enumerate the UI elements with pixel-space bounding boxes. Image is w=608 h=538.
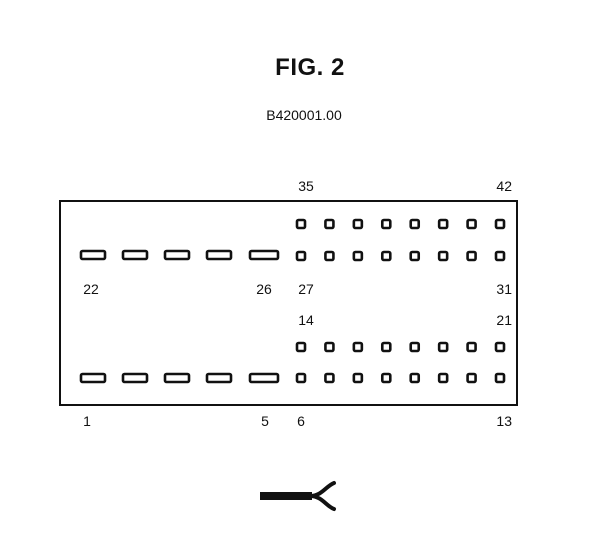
pin-label-1: 1: [83, 413, 91, 429]
pin-group: [79, 218, 506, 384]
pin-38: [380, 218, 392, 230]
pin-37: [352, 218, 364, 230]
pin-15: [324, 341, 335, 353]
pin-9: [380, 372, 392, 384]
pin-14: [295, 341, 307, 353]
pin-3: [163, 372, 191, 384]
pin-21: [494, 341, 506, 353]
pin-42: [494, 218, 506, 230]
pin-18: [409, 341, 421, 353]
pin-label-5: 5: [261, 413, 269, 429]
pin-label-21: 21: [496, 312, 512, 328]
pin-41: [466, 218, 477, 230]
pin-label-22: 22: [83, 281, 99, 297]
pin-1: [79, 372, 107, 384]
pin-label-31: 31: [496, 281, 512, 297]
pin-24: [163, 249, 191, 261]
plug-connector-icon: [260, 481, 336, 511]
pin-label-13: 13: [496, 413, 512, 429]
figure-code: B420001.00: [266, 107, 342, 123]
pin-label-14: 14: [298, 312, 314, 328]
pin-27: [295, 250, 307, 262]
pin-5: [248, 372, 280, 384]
pin-7: [324, 372, 335, 384]
pin-16: [352, 341, 364, 353]
pin-25: [205, 249, 233, 261]
pin-label-42: 42: [496, 178, 512, 194]
pin-40: [437, 218, 449, 230]
pin-34: [494, 250, 506, 262]
pin-26: [248, 249, 280, 261]
pin-17: [380, 341, 392, 353]
pin-30: [380, 250, 392, 262]
pin-4: [205, 372, 233, 384]
pin-11: [437, 372, 449, 384]
pin-10: [409, 372, 421, 384]
pin-23: [121, 249, 149, 261]
pin-label-27: 27: [298, 281, 314, 297]
pin-19: [437, 341, 449, 353]
pin-22: [79, 249, 107, 261]
pin-13: [494, 372, 506, 384]
pin-32: [437, 250, 449, 262]
pin-29: [352, 250, 364, 262]
pin-39: [409, 218, 421, 230]
pin-label-6: 6: [297, 413, 305, 429]
figure-title: FIG. 2: [275, 54, 345, 81]
pin-35: [295, 218, 307, 230]
pin-label-35: 35: [298, 178, 314, 194]
pin-2: [121, 372, 149, 384]
pin-28: [324, 250, 335, 262]
pin-6: [295, 372, 307, 384]
connector-housing-outline: [59, 200, 518, 406]
pin-label-26: 26: [256, 281, 272, 297]
pin-12: [466, 372, 477, 384]
pin-20: [466, 341, 477, 353]
pin-8: [352, 372, 364, 384]
pin-31: [409, 250, 421, 262]
pin-33: [466, 250, 477, 262]
pin-36: [324, 218, 335, 230]
